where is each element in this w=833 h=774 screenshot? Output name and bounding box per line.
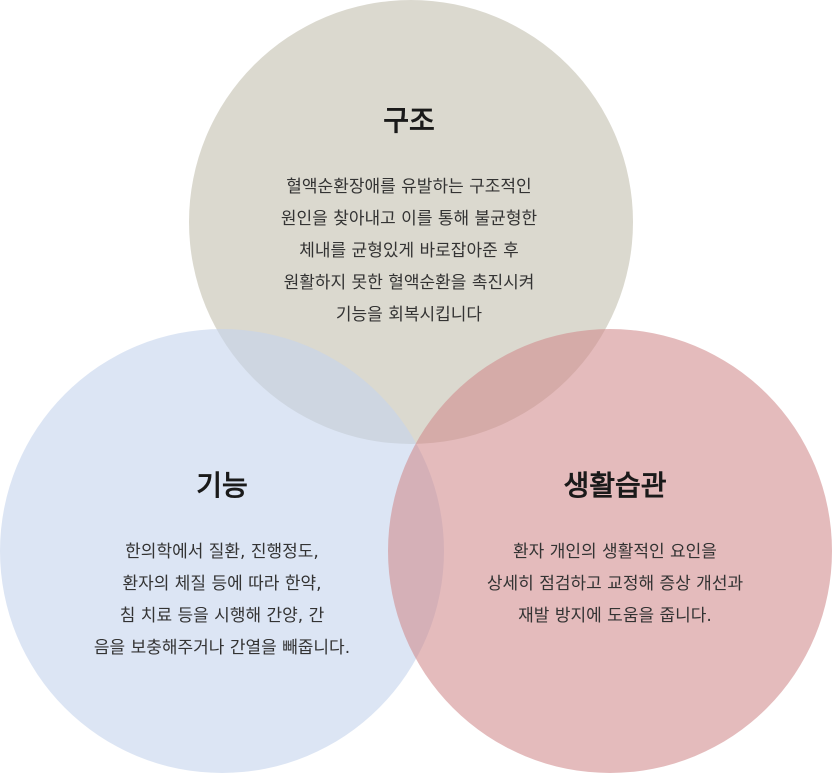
structure-line-3: 체내를 균형있게 바로잡아준 후 [299,241,519,261]
lifestyle-line-2: 상세히 점검하고 교정해 증상 개선과 [487,574,744,594]
circle-function [0,329,444,773]
structure-line-5: 기능을 회복시킵니다 [336,305,483,325]
lifestyle-line-1: 환자 개인의 생활적인 요인을 [513,542,717,562]
circle-structure [189,0,633,444]
structure-line-4: 원활하지 못한 혈액순환을 촉진시켜 [284,273,535,293]
structure-title: 구조 [383,104,435,137]
function-line-4: 음을 보충해주거나 간열을 빼줍니다. [94,638,350,658]
function-line-2: 환자의 체질 등에 따라 한약, [122,574,321,594]
lifestyle-title: 생활습관 [563,469,666,502]
circle-lifestyle [388,329,832,773]
function-title: 기능 [196,469,248,502]
function-line-1: 한의학에서 질환, 진행정도, [125,542,319,562]
function-line-3: 침 치료 등을 시행해 간양, 간 [120,606,325,626]
structure-line-1: 혈액순환장애를 유발하는 구조적인 [286,177,531,197]
structure-line-2: 원인을 찾아내고 이를 통해 불균형한 [281,209,538,229]
lifestyle-line-3: 재발 방지에 도움을 줍니다. [518,606,712,626]
